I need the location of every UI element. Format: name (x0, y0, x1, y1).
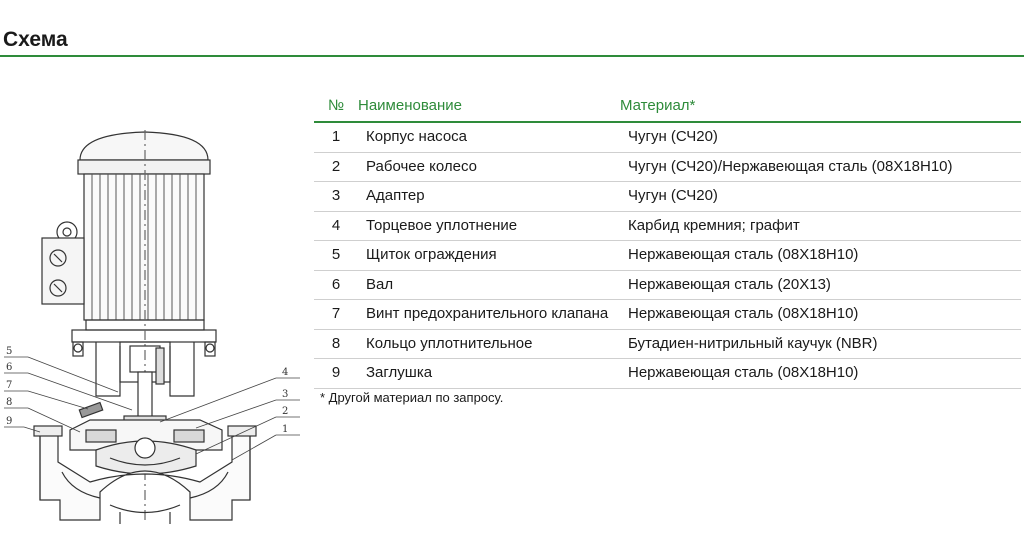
row-name: Рабочее колесо (366, 157, 477, 175)
callout-2: 2 (282, 406, 288, 417)
table-row: 5 Щиток ограждения Нержавеющая сталь (08… (314, 241, 1021, 271)
row-number: 7 (331, 305, 341, 322)
title-divider (0, 55, 1024, 57)
row-material: Чугун (СЧ20)/Нержавеющая сталь (08Х18Н10… (628, 157, 953, 175)
callout-4: 4 (282, 367, 288, 378)
footnote: * Другой материал по запросу. (320, 390, 504, 405)
row-name: Адаптер (366, 187, 425, 204)
table-header: № Наименование Материал* (314, 93, 1021, 123)
callout-1: 1 (282, 424, 288, 435)
row-material: Бутадиен-нитрильный каучук (NBR) (628, 334, 878, 352)
table-row: 1 Корпус насоса Чугун (СЧ20) (314, 123, 1021, 153)
row-name: Корпус насоса (366, 128, 468, 145)
row-material: Нержавеющая сталь (20Х13) (628, 275, 831, 293)
row-name: Кольцо уплотнительное (366, 334, 533, 352)
row-number: 3 (331, 187, 341, 204)
row-name: Торцевое уплотнение (366, 216, 518, 234)
row-name: Вал (366, 275, 394, 293)
row-number: 6 (331, 275, 341, 293)
table-row: 4 Торцевое уплотнение Карбид кремния; гр… (314, 212, 1021, 241)
row-name: Щиток ограждения (366, 246, 497, 263)
table-row: 7 Винт предохранительного клапана Нержав… (314, 300, 1021, 330)
row-number: 9 (331, 364, 341, 381)
table-row: 9 Заглушка Нержавеющая сталь (08Х18Н10) (314, 359, 1021, 389)
row-number: 5 (331, 246, 341, 263)
callout-7: 7 (6, 380, 12, 391)
callout-5: 5 (6, 346, 12, 357)
row-number: 4 (331, 216, 341, 234)
row-material: Карбид кремния; графит (628, 216, 800, 234)
table-row: 2 Рабочее колесо Чугун (СЧ20)/Нержавеюща… (314, 153, 1021, 182)
header-material: Материал* (620, 97, 696, 114)
callout-6: 6 (6, 362, 12, 373)
row-number: 8 (331, 334, 341, 352)
row-material: Чугун (СЧ20) (628, 187, 718, 204)
row-number: 1 (331, 128, 341, 145)
callout-3: 3 (282, 389, 288, 400)
parts-table: № Наименование Материал* 1 Корпус насоса… (314, 93, 1021, 389)
table-row: 6 Вал Нержавеющая сталь (20Х13) (314, 271, 1021, 300)
row-name: Винт предохранительного клапана (366, 305, 609, 322)
section-title: Схема (3, 28, 68, 51)
table-row: 3 Адаптер Чугун (СЧ20) (314, 182, 1021, 212)
row-material: Нержавеющая сталь (08Х18Н10) (628, 246, 859, 263)
pump-schematic: 5 6 7 8 9 4 3 2 1 (4, 130, 300, 524)
table-row: 8 Кольцо уплотнительное Бутадиен-нитриль… (314, 330, 1021, 359)
row-material: Чугун (СЧ20) (628, 128, 718, 145)
callout-9: 9 (6, 416, 12, 427)
row-material: Нержавеющая сталь (08Х18Н10) (628, 364, 859, 381)
header-name: Наименование (358, 97, 462, 114)
callout-8: 8 (6, 397, 12, 408)
row-name: Заглушка (366, 364, 433, 381)
header-number: № (328, 97, 345, 114)
row-material: Нержавеющая сталь (08Х18Н10) (628, 305, 859, 322)
row-number: 2 (331, 157, 341, 175)
